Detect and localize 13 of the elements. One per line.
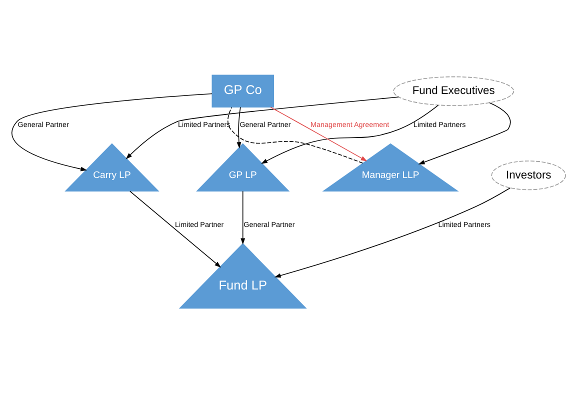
arrow: [130, 190, 222, 268]
node-ellipse: Fund Executives: [393, 76, 514, 106]
arrow: [126, 96, 400, 160]
arrow: [11, 93, 212, 172]
arrow: [274, 187, 511, 278]
arrow: [270, 106, 368, 162]
arrow: [240, 190, 246, 245]
arrow: [418, 102, 511, 164]
connector: [227, 107, 364, 164]
node-box: GP Co: [212, 74, 274, 108]
node-ellipse: Investors: [491, 160, 566, 190]
arrow: [261, 104, 439, 164]
arrow: [236, 106, 242, 148]
